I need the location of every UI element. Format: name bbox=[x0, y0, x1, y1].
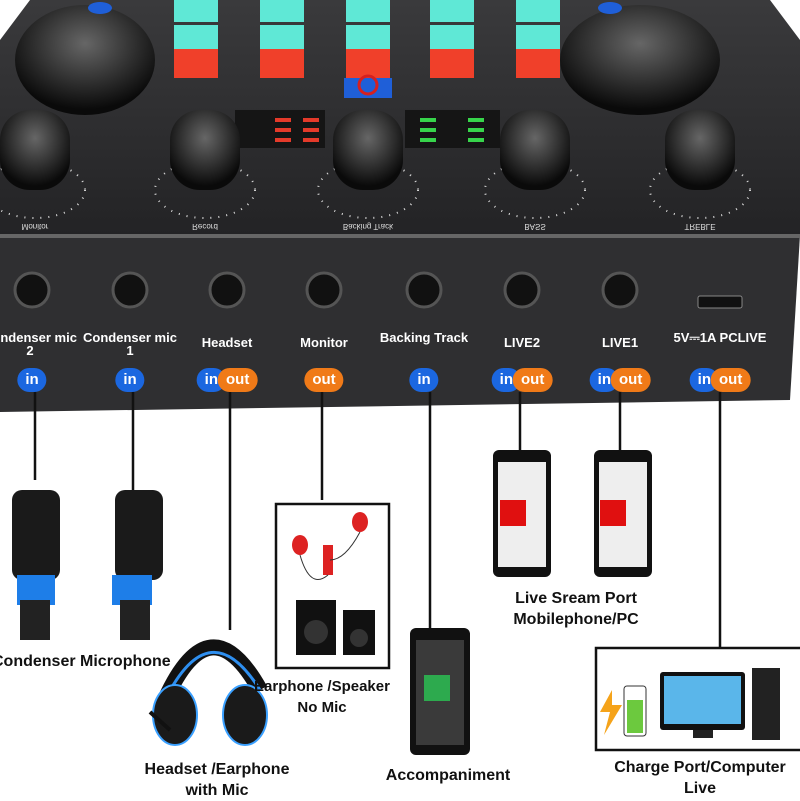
knob-scale bbox=[154, 161, 256, 219]
audio-jack[interactable] bbox=[305, 271, 343, 309]
accompaniment-phone-icon bbox=[410, 628, 470, 755]
knob-label: BASS bbox=[524, 222, 546, 231]
effect-key-cyan[interactable] bbox=[260, 0, 304, 22]
effect-key-red[interactable] bbox=[260, 48, 304, 78]
knob-label: Backing Track bbox=[342, 222, 394, 231]
port-label: Headset bbox=[201, 335, 253, 350]
port-label: LIVE1 bbox=[601, 335, 639, 350]
caption-line: Mobilephone/PC bbox=[513, 611, 639, 628]
effect-key-red[interactable] bbox=[346, 48, 390, 78]
io-out-badge: out bbox=[304, 368, 344, 392]
big-knob-left bbox=[15, 5, 155, 115]
caption-line: Headset /Earphone bbox=[144, 761, 290, 778]
headset-icon bbox=[148, 639, 268, 746]
port-label: Condenser mic 2 bbox=[0, 330, 77, 358]
port-label: LIVE2 bbox=[503, 335, 541, 350]
audio-jack[interactable] bbox=[13, 271, 51, 309]
io-out-badge: out bbox=[711, 368, 751, 392]
knob-scale bbox=[317, 161, 419, 219]
audio-jack[interactable] bbox=[208, 271, 246, 309]
effect-key-red[interactable] bbox=[430, 48, 474, 78]
live2-phone-icon bbox=[493, 450, 551, 577]
caption-line: Charge Port/Computer bbox=[614, 759, 786, 776]
knob-label: TREBLE bbox=[684, 222, 716, 231]
knob-scale bbox=[649, 161, 751, 219]
caption-headset: Headset /Earphone with Mic bbox=[145, 759, 290, 801]
port-io-badge: out bbox=[304, 368, 344, 392]
knob-label: Record bbox=[192, 222, 218, 231]
port-label: Condenser mic 1 bbox=[83, 330, 177, 358]
connector-lines bbox=[33, 392, 722, 648]
knob-scale bbox=[0, 161, 86, 219]
knob[interactable] bbox=[500, 110, 570, 190]
mixer-front-panel bbox=[0, 235, 800, 412]
earphone-icon bbox=[292, 512, 368, 580]
effect-key-cyan[interactable] bbox=[174, 0, 218, 22]
live1-phone-icon bbox=[594, 450, 652, 577]
caption-condenser-microphone: Condenser Microphone bbox=[0, 653, 171, 670]
condenser-microphone-icons bbox=[12, 490, 163, 640]
knob[interactable] bbox=[170, 110, 240, 190]
knob[interactable] bbox=[665, 110, 735, 190]
audio-jack[interactable] bbox=[601, 271, 639, 309]
knob[interactable] bbox=[333, 110, 403, 190]
io-in-badge: in bbox=[115, 368, 145, 392]
caption-accompaniment: Accompaniment bbox=[385, 767, 511, 784]
caption-line: with Mic bbox=[185, 782, 249, 799]
effect-key-cyan[interactable] bbox=[430, 0, 474, 22]
io-in-badge: in bbox=[17, 368, 47, 392]
caption-line: Live bbox=[683, 780, 717, 797]
effect-key-red[interactable] bbox=[516, 48, 560, 78]
effect-keys bbox=[174, 0, 560, 78]
knob[interactable] bbox=[0, 110, 70, 190]
effect-key-cyan[interactable] bbox=[260, 25, 304, 49]
effect-key-cyan[interactable] bbox=[346, 0, 390, 22]
effect-key-cyan[interactable] bbox=[516, 0, 560, 22]
port-label: Monitor bbox=[300, 335, 348, 350]
speaker-icon bbox=[296, 600, 375, 655]
effect-key-cyan[interactable] bbox=[516, 25, 560, 49]
caption-line: Live Sream Port bbox=[515, 590, 637, 607]
charge-icon bbox=[600, 685, 647, 737]
knob-scale bbox=[484, 161, 586, 219]
io-out-badge: out bbox=[513, 368, 553, 392]
knob-label: Monitor bbox=[21, 222, 49, 231]
audio-jack[interactable] bbox=[503, 271, 541, 309]
port-io-badge: in bbox=[409, 368, 439, 392]
usb-port bbox=[697, 295, 743, 309]
audio-jack[interactable] bbox=[111, 271, 149, 309]
io-in-badge: in bbox=[409, 368, 439, 392]
caption-line: Earphone /Speaker bbox=[254, 678, 390, 695]
big-knob-right bbox=[560, 5, 720, 115]
effect-key-red[interactable] bbox=[174, 48, 218, 78]
effect-key-cyan[interactable] bbox=[174, 25, 218, 49]
effect-key-cyan[interactable] bbox=[346, 25, 390, 49]
audio-jack[interactable] bbox=[405, 271, 443, 309]
port-label: Backing Track bbox=[379, 330, 469, 345]
effect-key-cyan[interactable] bbox=[430, 25, 474, 49]
port-io-badge: in bbox=[17, 368, 47, 392]
caption-earphone-speaker: Earphone /Speaker No Mic bbox=[254, 676, 390, 718]
caption-line: No Mic bbox=[297, 699, 347, 716]
port-io-badge: in bbox=[115, 368, 145, 392]
io-out-badge: out bbox=[218, 368, 258, 392]
computer-icon bbox=[660, 668, 780, 740]
port-label: 5V⎓1A PCLIVE bbox=[673, 330, 767, 345]
io-out-badge: out bbox=[611, 368, 651, 392]
